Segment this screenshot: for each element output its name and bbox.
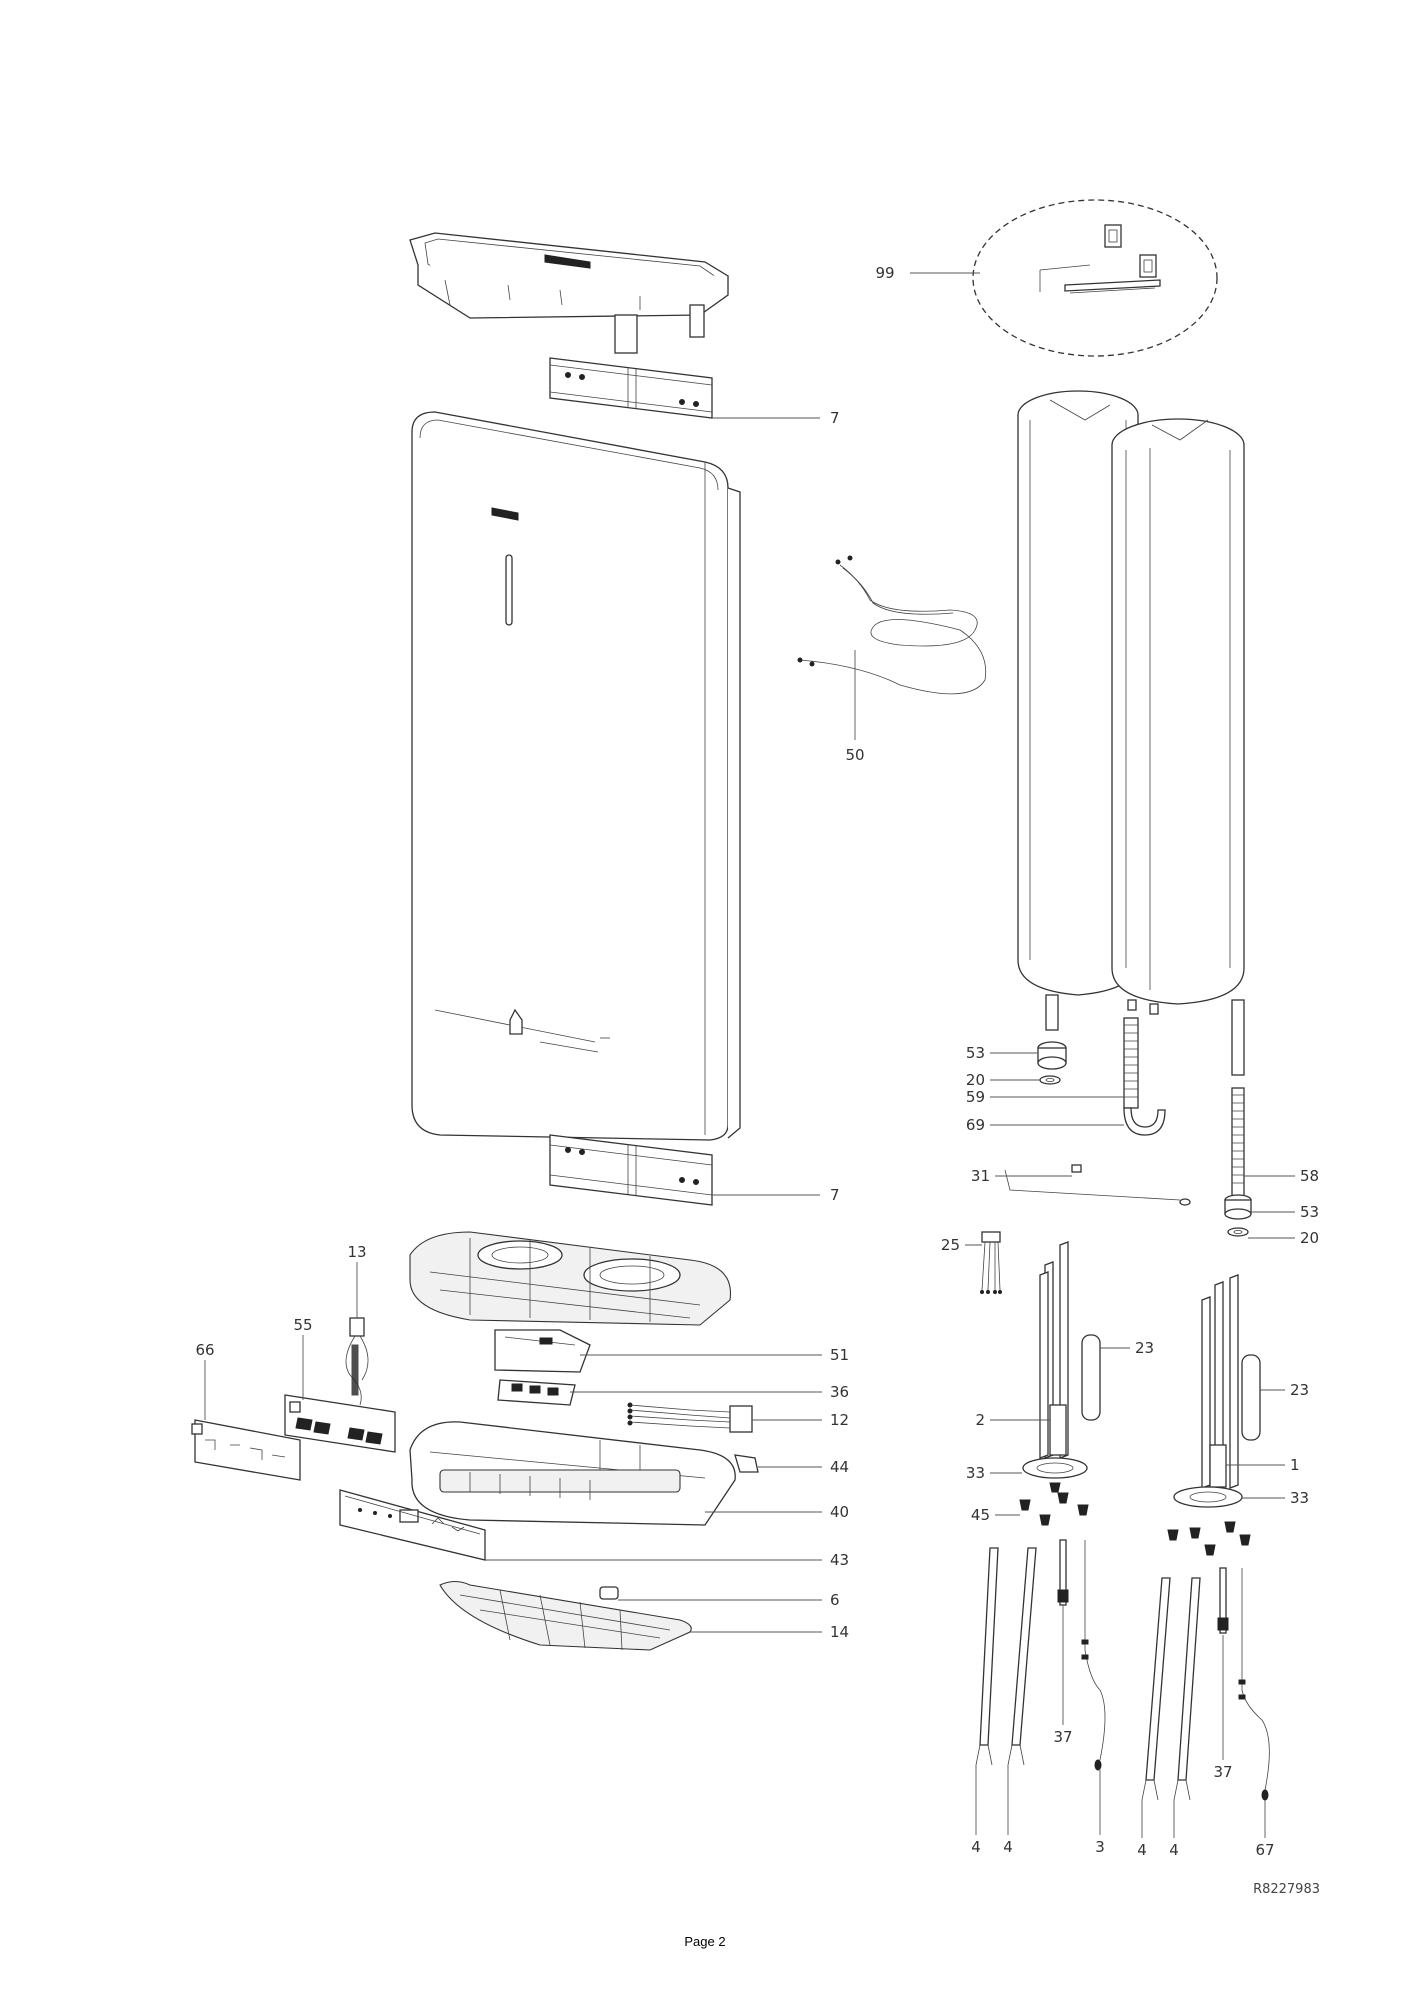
flange-screws-right xyxy=(1167,1521,1251,1556)
callout-12: 12 xyxy=(830,1411,849,1429)
callout-25: 25 xyxy=(941,1236,960,1254)
water-tanks xyxy=(1017,390,1245,1076)
display-board xyxy=(284,1394,396,1453)
small-foot xyxy=(599,1586,619,1600)
callout-labels: 99 7 50 7 13 55 66 51 36 12 44 40 43 6 1… xyxy=(195,264,1319,1859)
corrugated-pipe xyxy=(1123,1017,1139,1109)
callout-37-left: 37 xyxy=(1053,1728,1072,1746)
callout-66: 66 xyxy=(195,1341,214,1359)
callout-37-right: 37 xyxy=(1213,1763,1232,1781)
fitting-nut-left xyxy=(1037,1041,1067,1070)
callout-2: 2 xyxy=(975,1411,985,1429)
bottom-bracket xyxy=(549,1134,713,1206)
callout-7-bottom: 7 xyxy=(830,1186,840,1204)
page-number: Page 2 xyxy=(684,1934,725,1949)
outer-casing xyxy=(411,411,741,1141)
washer-right xyxy=(1227,1227,1249,1237)
callout-43: 43 xyxy=(830,1551,849,1569)
mounting-kit xyxy=(972,199,1218,357)
callout-55: 55 xyxy=(293,1316,312,1334)
callout-67: 67 xyxy=(1255,1841,1274,1859)
callout-58: 58 xyxy=(1300,1167,1319,1185)
top-bracket xyxy=(549,357,713,419)
callout-36: 36 xyxy=(830,1383,849,1401)
callout-31: 31 xyxy=(971,1167,990,1185)
callout-1: 1 xyxy=(1290,1456,1300,1474)
leader-lines xyxy=(204,272,1295,1838)
anode-right xyxy=(1241,1354,1261,1441)
callout-45: 45 xyxy=(971,1506,990,1524)
callout-3: 3 xyxy=(1095,1838,1105,1856)
power-cable xyxy=(797,555,987,695)
callout-7-top: 7 xyxy=(830,409,840,427)
callout-53-top: 53 xyxy=(966,1044,985,1062)
heating-element-left xyxy=(1022,1241,1088,1479)
callout-4-b: 4 xyxy=(1003,1838,1013,1856)
insulation-base xyxy=(409,1231,732,1326)
small-clip xyxy=(734,1454,759,1473)
callout-44: 44 xyxy=(830,1458,849,1476)
callout-59: 59 xyxy=(966,1088,985,1106)
bottom-shell xyxy=(409,1421,736,1526)
rod-3 xyxy=(1141,1577,1171,1801)
heating-element-right xyxy=(1173,1274,1243,1508)
callout-13: 13 xyxy=(347,1243,366,1261)
callout-14: 14 xyxy=(830,1623,849,1641)
callout-53-bottom: 53 xyxy=(1300,1203,1319,1221)
top-cover xyxy=(409,232,730,354)
flange-screws-left xyxy=(1019,1482,1089,1526)
rod-2 xyxy=(1007,1547,1037,1766)
power-board xyxy=(497,1379,576,1406)
bottom-grille xyxy=(439,1580,692,1651)
rod-1 xyxy=(975,1547,999,1766)
callout-6: 6 xyxy=(830,1591,840,1609)
front-frame xyxy=(191,1419,301,1481)
callout-51: 51 xyxy=(830,1346,849,1364)
callout-99: 99 xyxy=(875,264,894,282)
thermostat-wires xyxy=(980,1231,1002,1294)
fitting-nut-right xyxy=(1224,1194,1252,1220)
sensor-cable xyxy=(345,1317,369,1406)
callout-4-c: 4 xyxy=(1137,1841,1147,1859)
callout-69: 69 xyxy=(966,1116,985,1134)
wiring-connector xyxy=(627,1402,753,1433)
control-module xyxy=(494,1329,591,1373)
small-screws xyxy=(1004,1164,1191,1206)
flex-hose xyxy=(1231,1087,1245,1199)
anode-left xyxy=(1081,1334,1101,1421)
callout-4-d: 4 xyxy=(1169,1841,1179,1859)
callout-20-bottom: 20 xyxy=(1300,1229,1319,1247)
callout-20-top: 20 xyxy=(966,1071,985,1089)
callout-33-left: 33 xyxy=(966,1464,985,1482)
u-connector xyxy=(1123,1107,1166,1136)
callout-23-right: 23 xyxy=(1290,1381,1309,1399)
callout-40: 40 xyxy=(830,1503,849,1521)
rod-4 xyxy=(1173,1577,1201,1801)
probe-left xyxy=(1057,1539,1106,1771)
callout-33-right: 33 xyxy=(1290,1489,1309,1507)
callout-23-left: 23 xyxy=(1135,1339,1154,1357)
callout-4-a: 4 xyxy=(971,1838,981,1856)
washer-left xyxy=(1039,1075,1061,1085)
drawing-reference: R8227983 xyxy=(1253,1882,1320,1897)
callout-50: 50 xyxy=(845,746,864,764)
